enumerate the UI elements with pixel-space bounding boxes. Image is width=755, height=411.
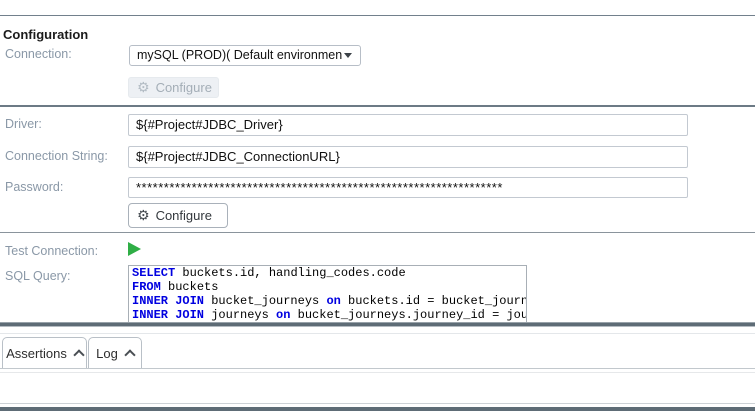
- driver-label: Driver:: [5, 117, 42, 131]
- chevron-down-icon: [344, 53, 352, 58]
- connection-string-input[interactable]: ${#Project#JDBC_ConnectionURL}: [128, 146, 688, 168]
- divider-tabs: [0, 368, 755, 369]
- gear-icon: ⚙: [137, 207, 150, 224]
- connection-select[interactable]: mySQL (PROD)( Default environment ): [129, 45, 361, 66]
- configure-driver-button[interactable]: ⚙ Configure: [128, 203, 228, 228]
- tab-log-label: Log: [96, 345, 118, 361]
- sql-query-editor[interactable]: SELECT buckets.id, handling_codes.code F…: [128, 265, 527, 323]
- tab-assertions-label: Assertions: [6, 345, 67, 361]
- configure-connection-button-label: Configure: [155, 80, 212, 95]
- chevron-up-icon: [73, 349, 85, 361]
- divider-configure: [0, 232, 755, 233]
- page-title: Configuration: [3, 27, 89, 42]
- driver-input[interactable]: ${#Project#JDBC_Driver}: [128, 114, 688, 136]
- tab-log[interactable]: Log: [88, 337, 142, 369]
- divider: [0, 372, 755, 373]
- divider: [0, 333, 755, 334]
- test-connection-run-button[interactable]: [128, 242, 141, 256]
- connection-string-label: Connection String:: [5, 149, 108, 163]
- connection-selected-value: mySQL (PROD)( Default environment ): [137, 48, 342, 62]
- splitter-handle-bottom[interactable]: [0, 407, 755, 411]
- driver-value: ${#Project#JDBC_Driver}: [136, 117, 283, 132]
- sql-line: INNER JOIN bucket_journeys on buckets.id…: [132, 294, 527, 308]
- sql-line: SELECT buckets.id, handling_codes.code: [132, 266, 406, 280]
- divider-connection: [0, 105, 755, 107]
- connection-label: Connection:: [5, 47, 72, 61]
- sql-query-label: SQL Query:: [5, 269, 71, 283]
- divider: [0, 322, 755, 323]
- splitter-handle[interactable]: [0, 323, 755, 326]
- configure-connection-button[interactable]: ⚙ Configure: [128, 77, 219, 98]
- chevron-up-icon: [124, 349, 136, 361]
- sql-line: INNER JOIN journeys on bucket_journeys.j…: [132, 308, 527, 322]
- test-connection-label: Test Connection:: [5, 244, 99, 258]
- password-value: ****************************************…: [136, 180, 503, 195]
- divider: [0, 326, 755, 327]
- connection-string-value: ${#Project#JDBC_ConnectionURL}: [136, 149, 340, 164]
- tab-assertions[interactable]: Assertions: [2, 337, 87, 369]
- sql-line: FROM buckets: [132, 280, 219, 294]
- password-label: Password:: [5, 180, 64, 194]
- divider-top: [0, 15, 755, 16]
- divider: [0, 403, 755, 404]
- gear-icon: ⚙: [137, 79, 150, 96]
- configure-driver-button-label: Configure: [155, 208, 212, 223]
- password-input[interactable]: ****************************************…: [128, 177, 688, 198]
